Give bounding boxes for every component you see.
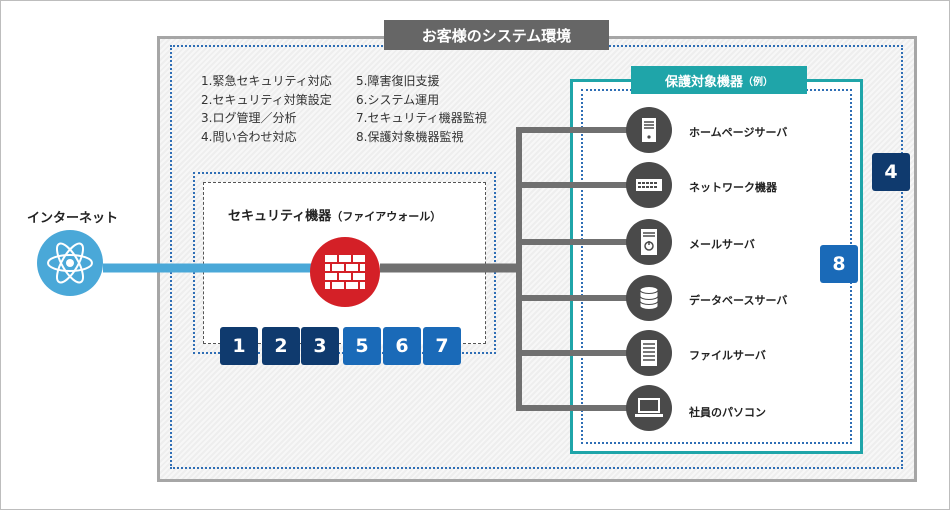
device-label: データベースサーバ xyxy=(689,294,788,307)
service-number-badge: 7 xyxy=(423,327,461,365)
database-icon xyxy=(626,275,672,321)
service-item: 4.問い合わせ対応 xyxy=(201,129,297,144)
protected-devices-title: 保護対象機器（例） xyxy=(631,66,807,94)
service-number-badge: 6 xyxy=(383,327,421,365)
service-item: 5.障害復旧支援 xyxy=(356,74,440,88)
protected-devices-box xyxy=(570,79,863,454)
device-label: メールサーバ xyxy=(689,238,755,251)
environment-title: お客様のシステム環境 xyxy=(384,20,609,50)
file-server-icon xyxy=(626,330,672,376)
service-number-badge: 2 xyxy=(262,327,300,365)
brick-wall-icon xyxy=(310,237,380,307)
mail-server-icon xyxy=(626,219,672,265)
firewall-title: セキュリティ機器（ファイアウォール） xyxy=(228,205,441,224)
service-list-right: 5.障害復旧支援 6.システム運用 7.セキュリティ機器監視 8.保護対象機器監… xyxy=(356,72,487,146)
service-item: 2.セキュリティ対策設定 xyxy=(201,92,332,107)
firewall-title-main: セキュリティ機器 xyxy=(228,209,332,224)
device-label: ホームページサーバ xyxy=(689,126,788,139)
service-number-badge: 3 xyxy=(301,327,339,365)
network-switch-icon xyxy=(626,162,672,208)
service-number-badge: 1 xyxy=(220,327,258,365)
server-tower-icon xyxy=(626,107,672,153)
protected-title-sub: （例） xyxy=(743,76,773,88)
service-item: 6.システム運用 xyxy=(356,92,440,107)
internet-label: インターネット xyxy=(27,211,119,226)
atom-icon xyxy=(37,230,103,296)
service-item: 7.セキュリティ機器監視 xyxy=(356,111,487,125)
protected-service-badge: 8 xyxy=(820,245,858,283)
service-list-left: 1.緊急セキュリティ対応 2.セキュリティ対策設定 3.ログ管理／分析 4.問い… xyxy=(201,72,332,146)
laptop-icon xyxy=(626,385,672,431)
service-item: 8.保護対象機器監視 xyxy=(356,129,464,144)
protected-title-main: 保護対象機器 xyxy=(664,74,743,90)
device-label: ファイルサーバ xyxy=(689,349,766,362)
service-item: 3.ログ管理／分析 xyxy=(201,111,297,125)
device-label: ネットワーク機器 xyxy=(689,181,777,194)
firewall-title-sub: （ファイアウォール） xyxy=(331,210,442,223)
service-number-badge: 5 xyxy=(343,327,381,365)
service-item: 1.緊急セキュリティ対応 xyxy=(201,74,332,88)
environment-service-badge: 4 xyxy=(872,153,910,191)
device-label: 社員のパソコン xyxy=(689,406,766,419)
